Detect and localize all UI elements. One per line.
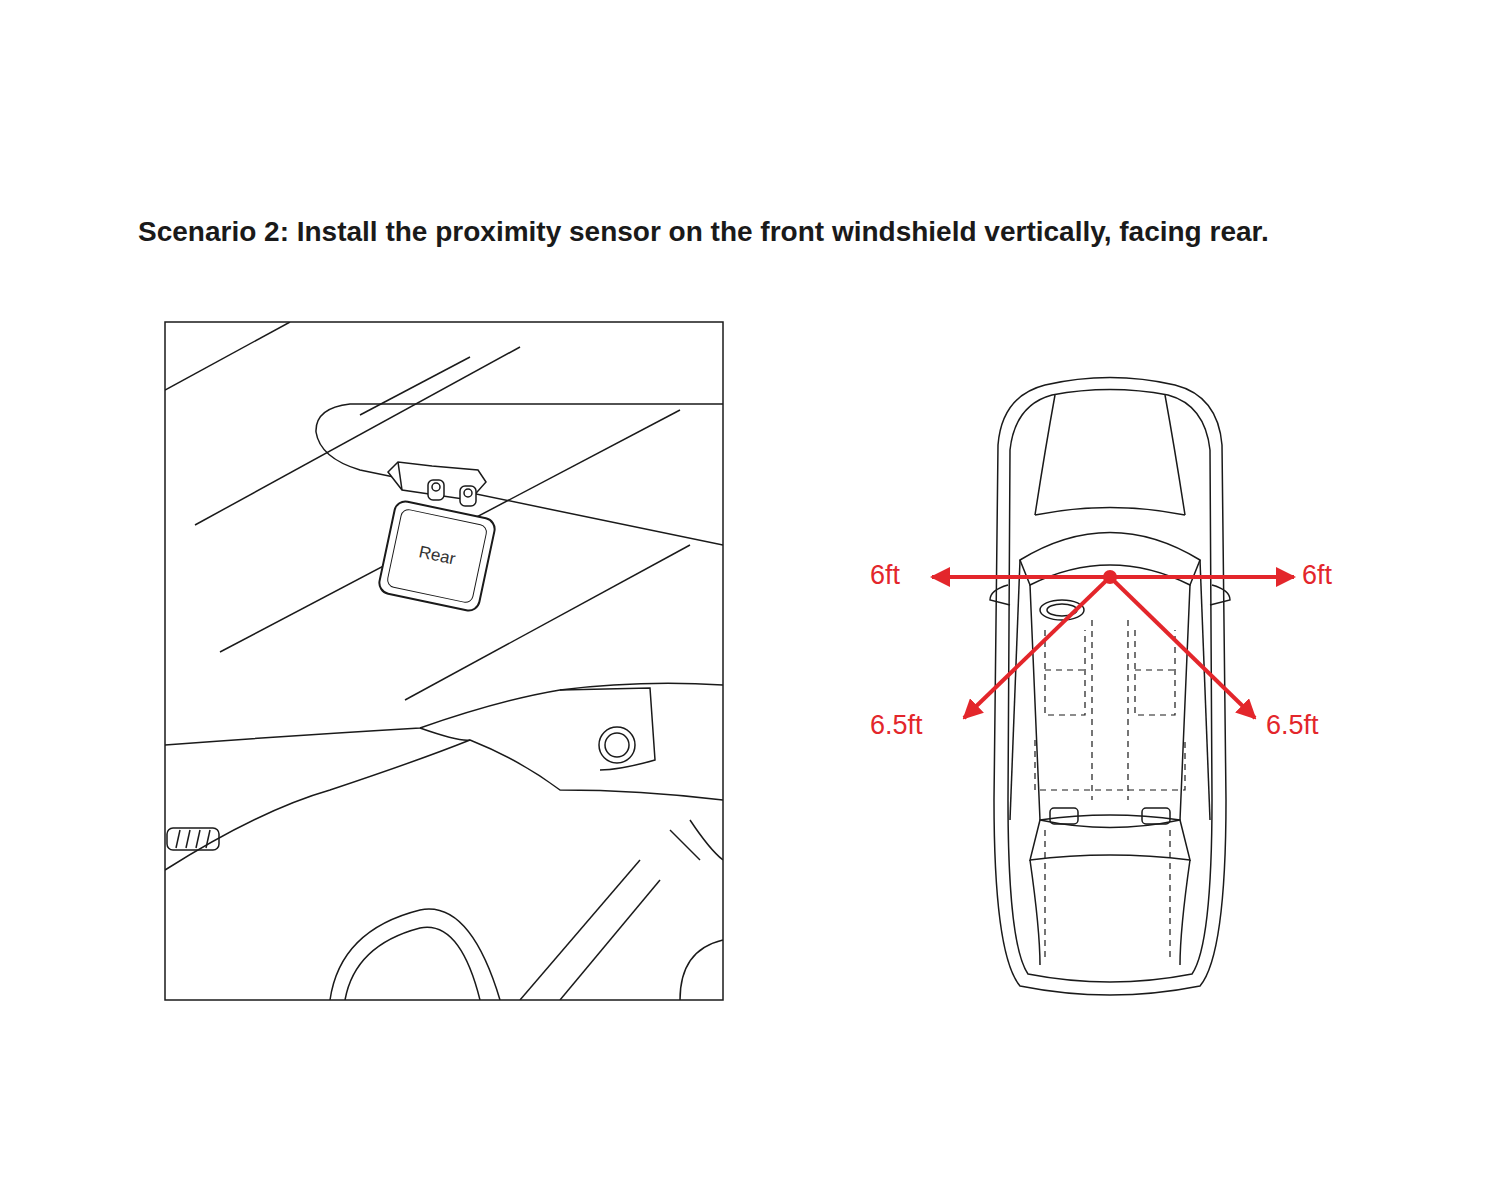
seat-outlines [1035,620,1185,960]
distance-label: 6ft [1302,560,1332,591]
title: Scenario 2: Install the proximity sensor… [138,212,1378,252]
panel-frame [165,322,723,1000]
distance-label: 6.5ft [1266,710,1319,741]
distance-label: 6ft [870,560,900,591]
car-top-view [990,378,1230,996]
windshield-illustration [165,322,723,1000]
distance-label: 6.5ft [870,710,923,741]
sensor-box: Rear [376,498,498,614]
sensor-label: Rear [417,542,457,569]
range-arrows [932,577,1294,718]
sensor-position-dot [1103,570,1117,584]
